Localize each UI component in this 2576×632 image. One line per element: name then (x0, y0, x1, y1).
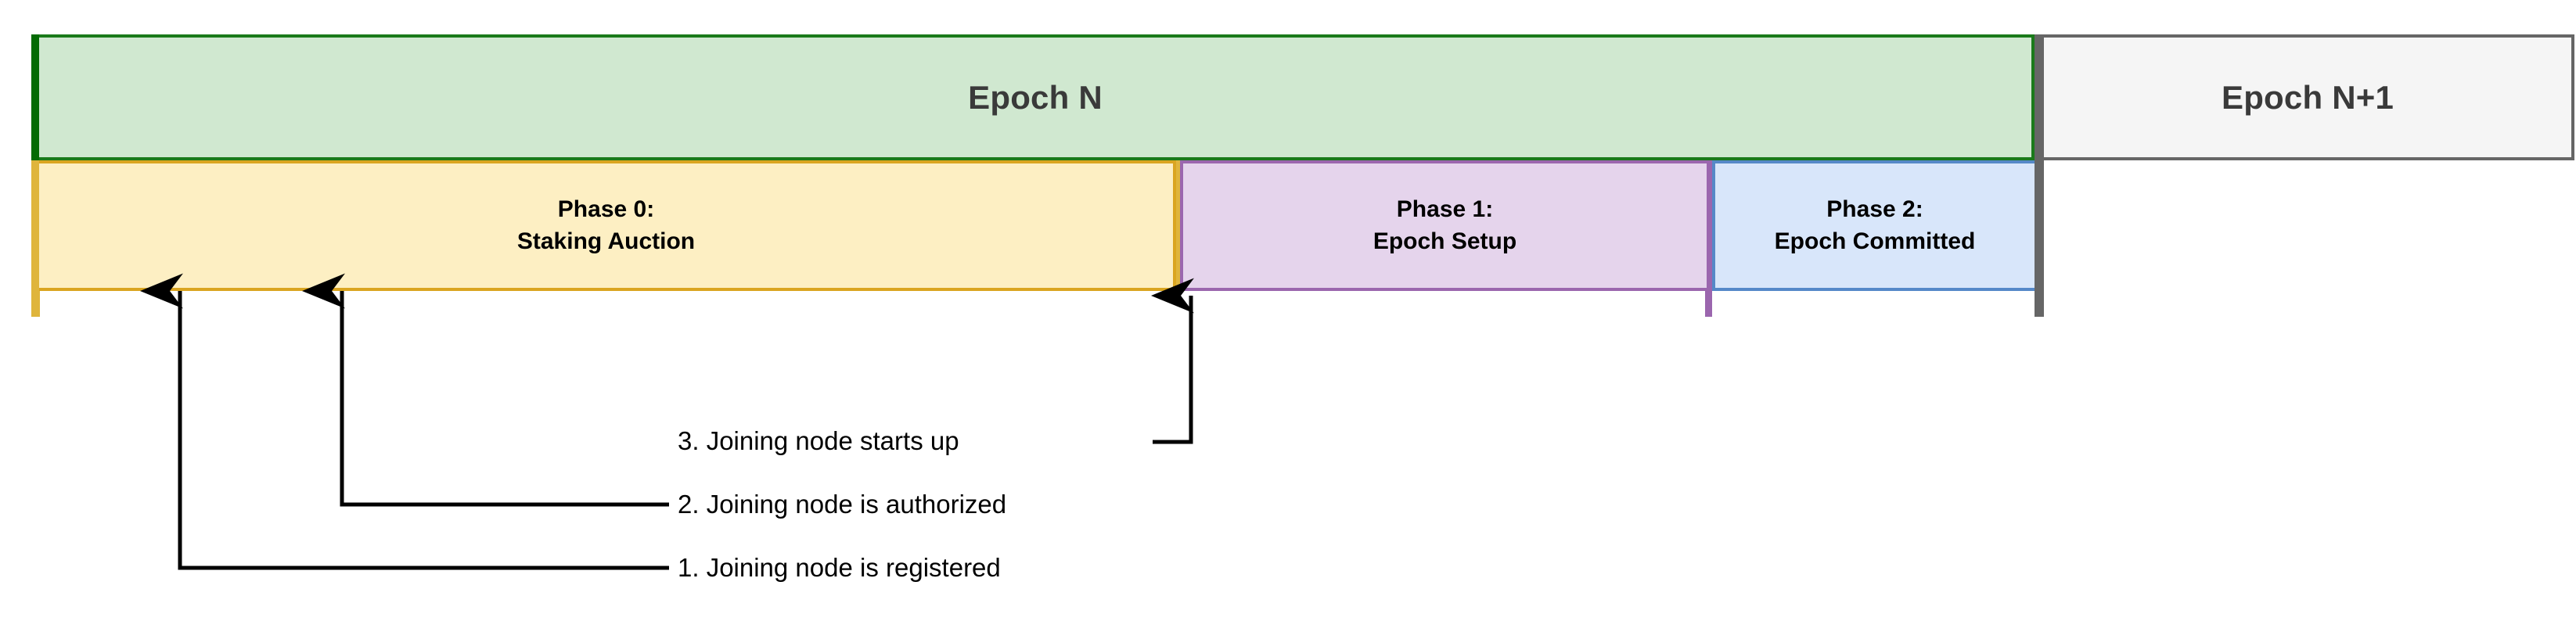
epoch-n-box: Epoch N (39, 34, 2035, 160)
phase-0-box: Phase 0: Staking Auction (39, 160, 1176, 291)
phase-0-name: Staking Auction (516, 228, 696, 254)
phase-2-box: Phase 2: Epoch Committed (1712, 160, 2035, 291)
epoch-n-end-marker (2035, 34, 2044, 317)
leader-line-event-3 (1151, 278, 1195, 444)
annotation-label-2: 2. Joining node is authorized (678, 490, 1007, 519)
annotation-label-3: 3. Joining node starts up (678, 426, 959, 455)
phase-1-name: Epoch Setup (1373, 228, 1517, 254)
phase-1-box: Phase 1: Epoch Setup (1180, 160, 1710, 291)
phase-2-title: Phase 2: (1826, 196, 1923, 223)
phase-0-start-marker (31, 160, 40, 317)
phase-2-name: Epoch Committed (1774, 228, 1976, 254)
epoch-n-label: Epoch N (968, 78, 1103, 116)
epoch-n-plus-1-box: Epoch N+1 (2044, 34, 2574, 160)
leader-line-event-1 (140, 273, 669, 570)
epoch-n-start-marker (31, 34, 40, 160)
leader-line-event-2 (302, 273, 669, 507)
phase-1-title: Phase 1: (1396, 196, 1494, 223)
epoch-n-plus-1-label: Epoch N+1 (2221, 78, 2394, 116)
annotation-label-1: 1. Joining node is registered (678, 553, 1001, 582)
phase-0-title: Phase 0: (557, 196, 655, 223)
